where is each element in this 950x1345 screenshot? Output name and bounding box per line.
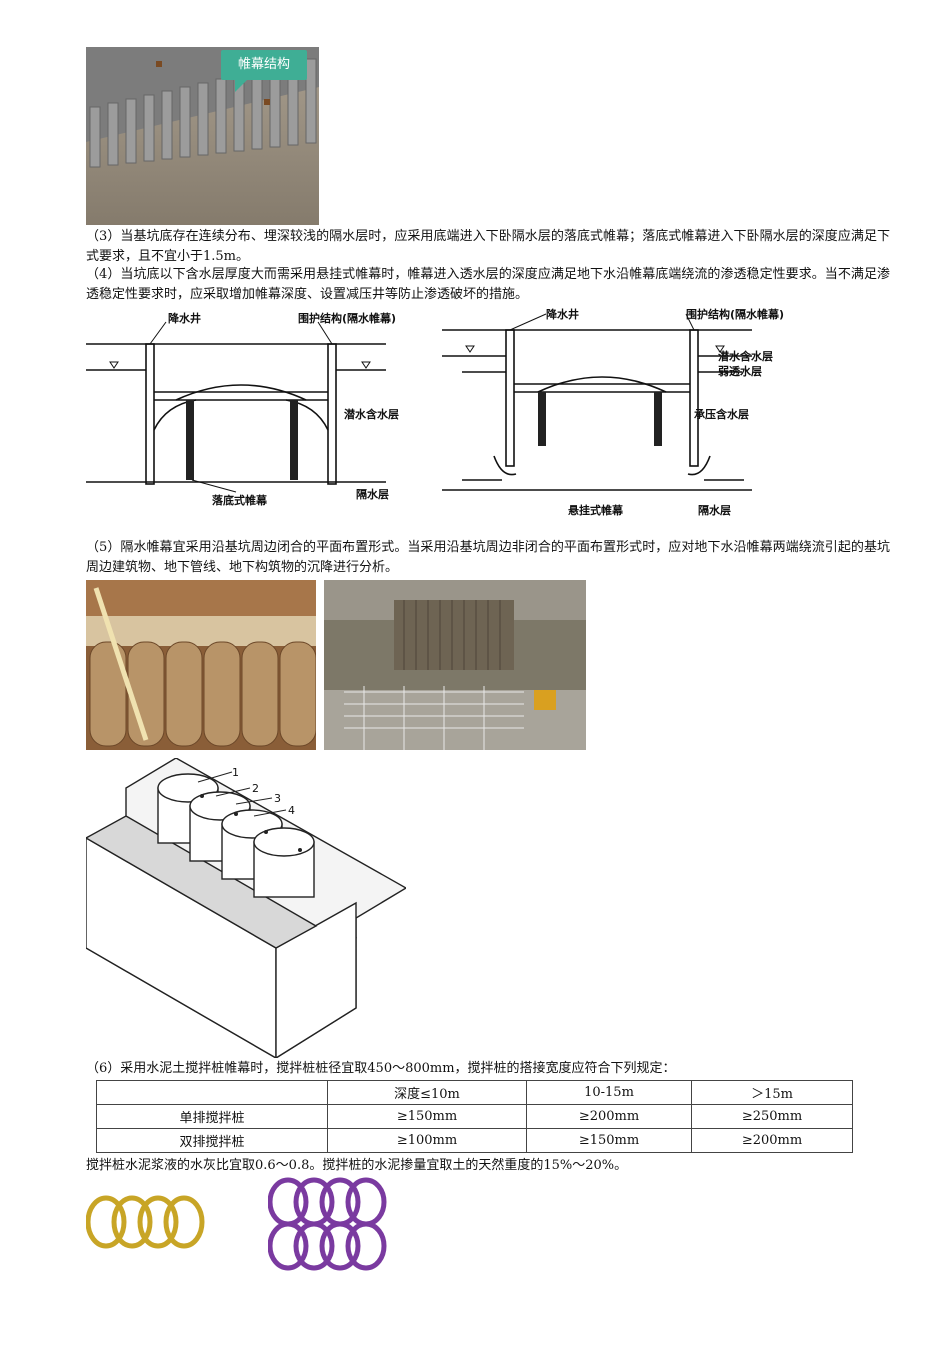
paragraph-3: （3）当基坑底存在连续分布、埋深较浅的隔水层时，应采用底端进入下卧隔水层的落底式… bbox=[86, 229, 890, 264]
pile-ring bbox=[86, 1195, 127, 1249]
label-phreatic: 潜水含水层 bbox=[718, 350, 773, 363]
label-confined: 承压含水层 bbox=[694, 408, 749, 421]
table-cell: 10-15m bbox=[526, 1080, 692, 1105]
table-cell bbox=[96, 1080, 328, 1105]
label-aquitard: 隔水层 bbox=[356, 488, 389, 501]
table-cell: 单排搅拌桩 bbox=[96, 1104, 328, 1129]
callout-label: 帷幕结构 bbox=[221, 50, 307, 92]
paragraph-6: （6）采用水泥土搅拌桩帷幕时，搅拌桩桩径宜取450～800mm，搅拌桩的搭接宽度… bbox=[86, 1061, 676, 1076]
single-row-pile-rings bbox=[86, 1195, 205, 1249]
pile-label-2: 2 bbox=[252, 782, 259, 795]
construction-site-illustration bbox=[324, 580, 586, 750]
table-cell: ≥150mm bbox=[327, 1104, 527, 1129]
paragraph-4: （4）当坑底以下含水层厚度大而需采用悬挂式帷幕时，帷幕进入透水层的深度应满足地下… bbox=[86, 267, 890, 302]
table-cell: ≥100mm bbox=[327, 1128, 527, 1153]
table-cell: 双排搅拌桩 bbox=[96, 1128, 328, 1153]
label-curtain: 落底式帷幕 bbox=[212, 494, 267, 507]
table-cell: ≥200mm bbox=[526, 1104, 692, 1129]
label-retaining: 围护结构(隔水帷幕) bbox=[298, 312, 397, 325]
pile-ring bbox=[163, 1195, 205, 1249]
label-aquitard-right: 隔水层 bbox=[698, 504, 731, 517]
label-well-right: 降水井 bbox=[546, 308, 579, 321]
pile-ring bbox=[319, 1221, 361, 1271]
table-cell: ≥250mm bbox=[691, 1104, 853, 1129]
overlap-width-table: 深度≤10m 10-15m ＞15m 单排搅拌桩 ≥150mm ≥200mm ≥… bbox=[96, 1080, 853, 1153]
paragraph-5: （5）隔水帷幕宜采用沿基坑周边闭合的平面布置形式。当采用沿基坑周边非闭合的平面布… bbox=[86, 540, 890, 575]
pile-ring bbox=[293, 1221, 335, 1271]
double-row-pile-rings bbox=[268, 1177, 387, 1271]
table-row: 深度≤10m 10-15m ＞15m bbox=[96, 1080, 853, 1105]
pile-label-3: 3 bbox=[274, 792, 281, 805]
table-cell: 深度≤10m bbox=[327, 1080, 527, 1105]
pile-ring bbox=[345, 1177, 387, 1227]
construction-site-photo bbox=[324, 580, 586, 750]
label-aquifer: 潜水含水层 bbox=[344, 408, 399, 421]
label-retaining-right: 围护结构(隔水帷幕) bbox=[686, 308, 785, 321]
pile-label-1: 1 bbox=[232, 766, 239, 779]
table-cell: ≥200mm bbox=[691, 1128, 853, 1153]
pile-ring bbox=[268, 1221, 309, 1271]
pile-ring bbox=[345, 1221, 387, 1271]
bottom-curtain-drawing bbox=[86, 321, 386, 493]
table-row: 单排搅拌桩 ≥150mm ≥200mm ≥250mm bbox=[96, 1104, 853, 1129]
pile-section-diagram: 1 2 3 4 bbox=[84, 757, 408, 1060]
table-row: 双排搅拌桩 ≥100mm ≥150mm ≥200mm bbox=[96, 1128, 853, 1153]
label-suspended: 悬挂式帷幕 bbox=[568, 504, 623, 517]
label-weak: 弱透水层 bbox=[718, 365, 762, 378]
mixing-pile-photo bbox=[86, 580, 316, 750]
diagram-bottom-curtain: 降水井 围护结构(隔水帷幕) 潜水含水层 隔水层 落底式帷幕 bbox=[86, 310, 406, 520]
label-well: 降水井 bbox=[168, 312, 201, 325]
suspended-curtain-drawing bbox=[442, 313, 752, 491]
pile-ring bbox=[137, 1195, 179, 1249]
paragraph-7: 搅拌桩水泥浆液的水灰比宜取0.6～0.8。搅拌桩的水泥掺量宜取土的天然重度的15… bbox=[86, 1158, 628, 1173]
pile-section-drawing bbox=[84, 757, 408, 1060]
pile-label-4: 4 bbox=[288, 804, 295, 817]
diagram-suspended-curtain: 降水井 围护结构(隔水帷幕) 潜水含水层 弱透水层 承压含水层 隔水层 悬挂式帷… bbox=[442, 306, 785, 520]
mixing-pile-illustration bbox=[86, 580, 316, 750]
table-cell: ＞15m bbox=[691, 1080, 853, 1105]
table-cell: ≥150mm bbox=[526, 1128, 692, 1153]
pile-ring bbox=[111, 1195, 153, 1249]
